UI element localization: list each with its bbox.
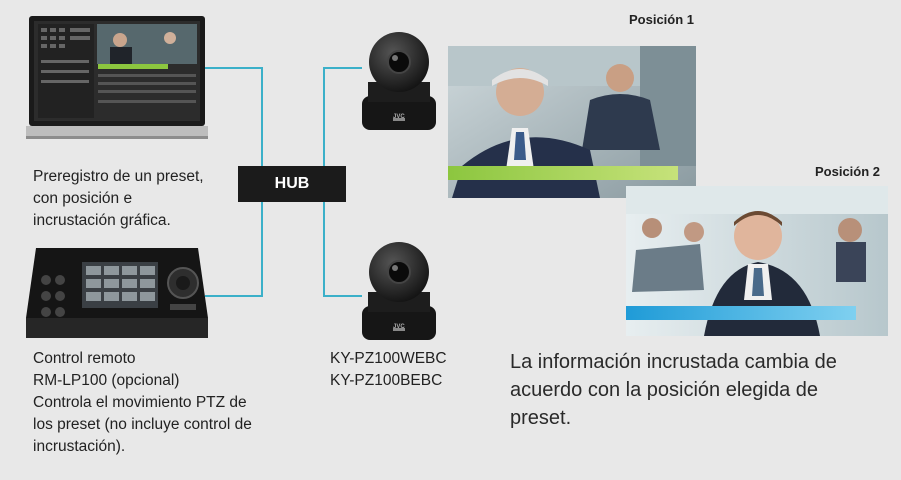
position-1-image	[448, 46, 696, 198]
remote-caption-line: los preset (no incluye control de	[33, 416, 252, 433]
ptz-camera-icon	[362, 32, 436, 130]
remote-caption: Control remoto RM-LP100 (opcional) Contr…	[33, 348, 252, 458]
remote-caption-line: Controla el movimiento PTZ de	[33, 394, 247, 411]
monitor-icon	[26, 16, 208, 139]
camera-logo: JVC	[393, 324, 405, 330]
monitor-caption-line: incrustación gráfica.	[33, 212, 171, 229]
remote-caption-line: Control remoto	[33, 350, 136, 367]
camera-model-label: KY-PZ100BEBC	[330, 372, 443, 389]
overlay-caption-line: acuerdo con la posición elegida de	[510, 379, 818, 401]
ptz-camera-icon	[362, 242, 436, 340]
camera-model-label: KY-PZ100WEBC	[330, 350, 447, 367]
overlay-caption: La información incrustada cambia de acue…	[510, 348, 837, 432]
overlay-caption-line: preset.	[510, 407, 572, 429]
monitor-caption-line: con posición e	[33, 190, 133, 207]
monitor-caption-line: Preregistro de un preset,	[33, 168, 204, 185]
position-2-image	[626, 186, 888, 336]
remote-caption-line: incrustación).	[33, 438, 126, 455]
position-1-label: Posición 1	[629, 12, 695, 27]
camera-logo: JVC	[393, 114, 405, 120]
hub-box: HUB	[238, 166, 346, 202]
overlay-caption-line: La información incrustada cambia de	[510, 351, 837, 373]
remote-caption-line: RM-LP100 (opcional)	[33, 372, 180, 389]
monitor-caption: Preregistro de un preset, con posición e…	[33, 166, 204, 232]
camera-models: KY-PZ100WEBC KY-PZ100BEBC	[330, 348, 447, 392]
position-2-label: Posición 2	[815, 164, 881, 179]
remote-controller-icon	[26, 248, 208, 338]
